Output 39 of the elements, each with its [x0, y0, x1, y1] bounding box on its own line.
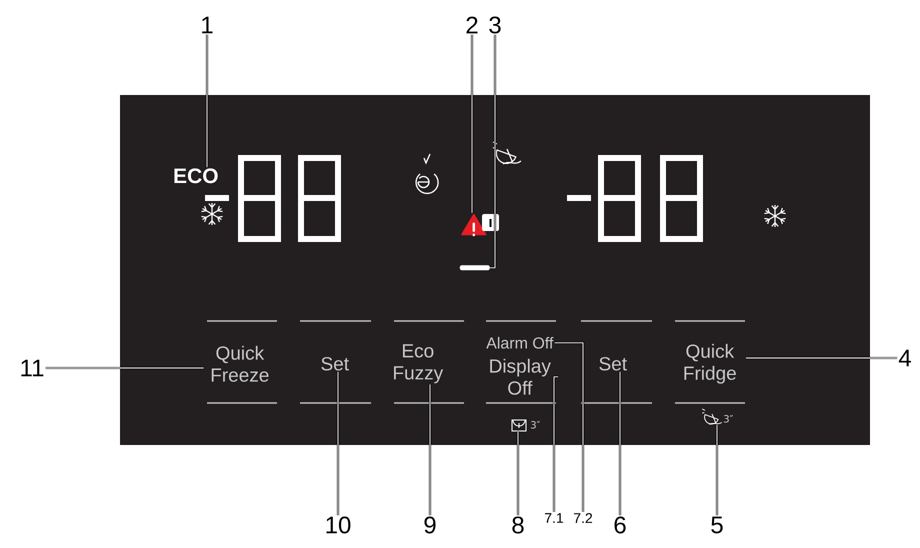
- leader-line: [336, 371, 340, 516]
- leader-line: [45, 366, 204, 370]
- leader-line: [746, 356, 898, 360]
- callout-number: 1: [202, 16, 212, 34]
- lock-icon: [512, 420, 526, 432]
- callout-number: 5: [711, 516, 723, 534]
- callout-number: 6: [614, 516, 626, 534]
- button-label: Quick Fridge: [684, 344, 736, 384]
- leader-line: [552, 376, 558, 512]
- button-label: Quick Freeze: [212, 346, 269, 382]
- callout-number: 2: [466, 16, 478, 34]
- callout-number: 3: [489, 16, 501, 34]
- button-label: Eco Fuzzy: [394, 344, 444, 384]
- button-label: Alarm Off: [486, 336, 554, 349]
- callout-number: 4: [898, 350, 911, 366]
- status-bar: [460, 265, 490, 270]
- callout-number: 10: [326, 516, 350, 534]
- warning-icon: [461, 214, 486, 236]
- leader-line: [716, 424, 718, 516]
- callout-number: 7.1: [545, 513, 564, 523]
- display-panel: [120, 95, 870, 445]
- leader-line: [206, 34, 208, 168]
- leader-line: [516, 430, 520, 516]
- leader-line: [554, 342, 584, 512]
- beach-umbrella-icon: [702, 408, 722, 425]
- button-label: Set: [599, 357, 627, 371]
- callout-number: 8: [512, 516, 524, 534]
- callout-number: 7.2: [574, 513, 592, 523]
- leader-line: [428, 384, 432, 516]
- eco-indicator: ECO: [174, 168, 218, 184]
- leader-line: [618, 371, 622, 516]
- button-label: Display Off: [490, 358, 551, 395]
- callout-number: 9: [424, 516, 436, 534]
- callout-number: 11: [21, 360, 44, 376]
- hold-time-label: 3″: [724, 415, 734, 423]
- leader-line: [490, 34, 496, 269]
- leader-line: [470, 34, 474, 214]
- hold-time-label: 3″: [530, 421, 540, 429]
- button-label: Set: [321, 357, 349, 371]
